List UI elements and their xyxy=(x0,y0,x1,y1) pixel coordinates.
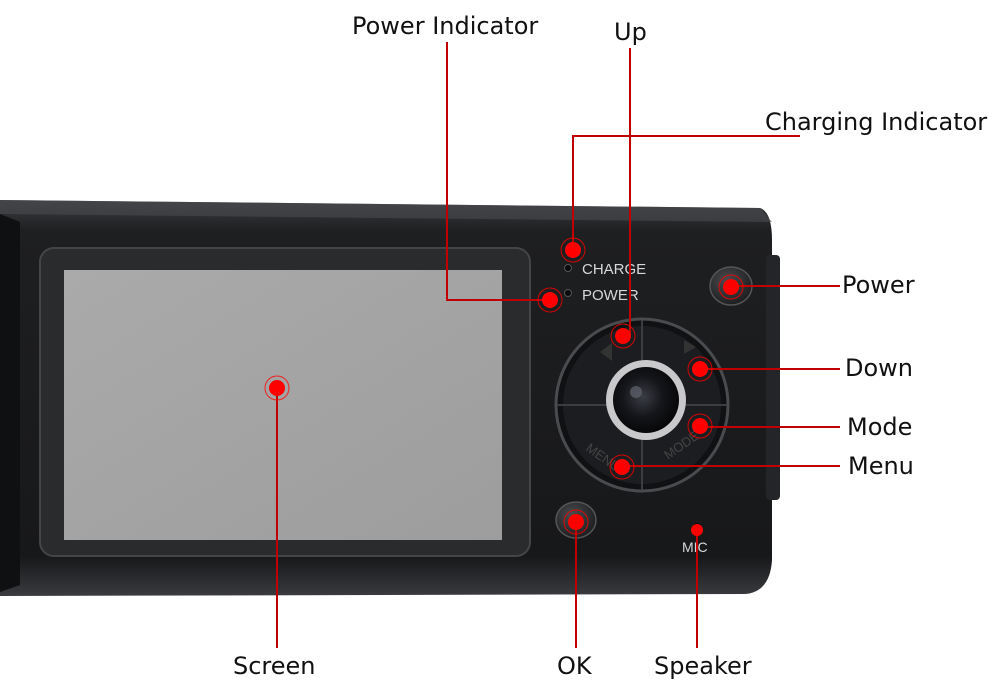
charge-led xyxy=(564,264,572,272)
marker-up xyxy=(610,323,636,349)
callout-charging-indicator: Charging Indicator xyxy=(765,108,988,136)
marker-screen xyxy=(264,375,290,401)
mic-label: MIC xyxy=(682,539,708,555)
callout-speaker: Speaker xyxy=(654,652,752,680)
callout-menu: Menu xyxy=(848,452,914,480)
callout-mode: Mode xyxy=(847,413,913,441)
camera-lens xyxy=(613,367,679,433)
marker-speaker xyxy=(691,524,703,536)
marker-charging-indicator xyxy=(560,237,586,263)
power-label: POWER xyxy=(582,287,639,304)
callout-screen: Screen xyxy=(233,652,316,680)
callout-power: Power xyxy=(842,271,915,299)
callout-down: Down xyxy=(845,354,914,382)
marker-ok xyxy=(563,509,589,535)
marker-menu xyxy=(609,454,635,480)
callout-up: Up xyxy=(614,18,647,46)
marker-down xyxy=(687,356,713,382)
leader-lines xyxy=(276,42,840,648)
marker-power xyxy=(718,274,744,300)
charge-label: CHARGE xyxy=(582,261,646,278)
leader-power-indicator xyxy=(446,42,548,301)
marker-mode xyxy=(687,413,713,439)
control-pad[interactable]: MENU MODE xyxy=(554,317,730,493)
up-arrow-icon xyxy=(600,343,612,361)
callout-power-indicator: Power Indicator xyxy=(352,12,539,40)
leader-charging-indicator xyxy=(572,135,800,248)
down-arrow-icon xyxy=(684,340,696,354)
power-led xyxy=(564,289,572,297)
callout-ok: OK xyxy=(557,652,592,680)
screen-assembly xyxy=(39,247,531,557)
lcd-screen xyxy=(64,270,502,540)
marker-power-indicator xyxy=(537,287,563,313)
